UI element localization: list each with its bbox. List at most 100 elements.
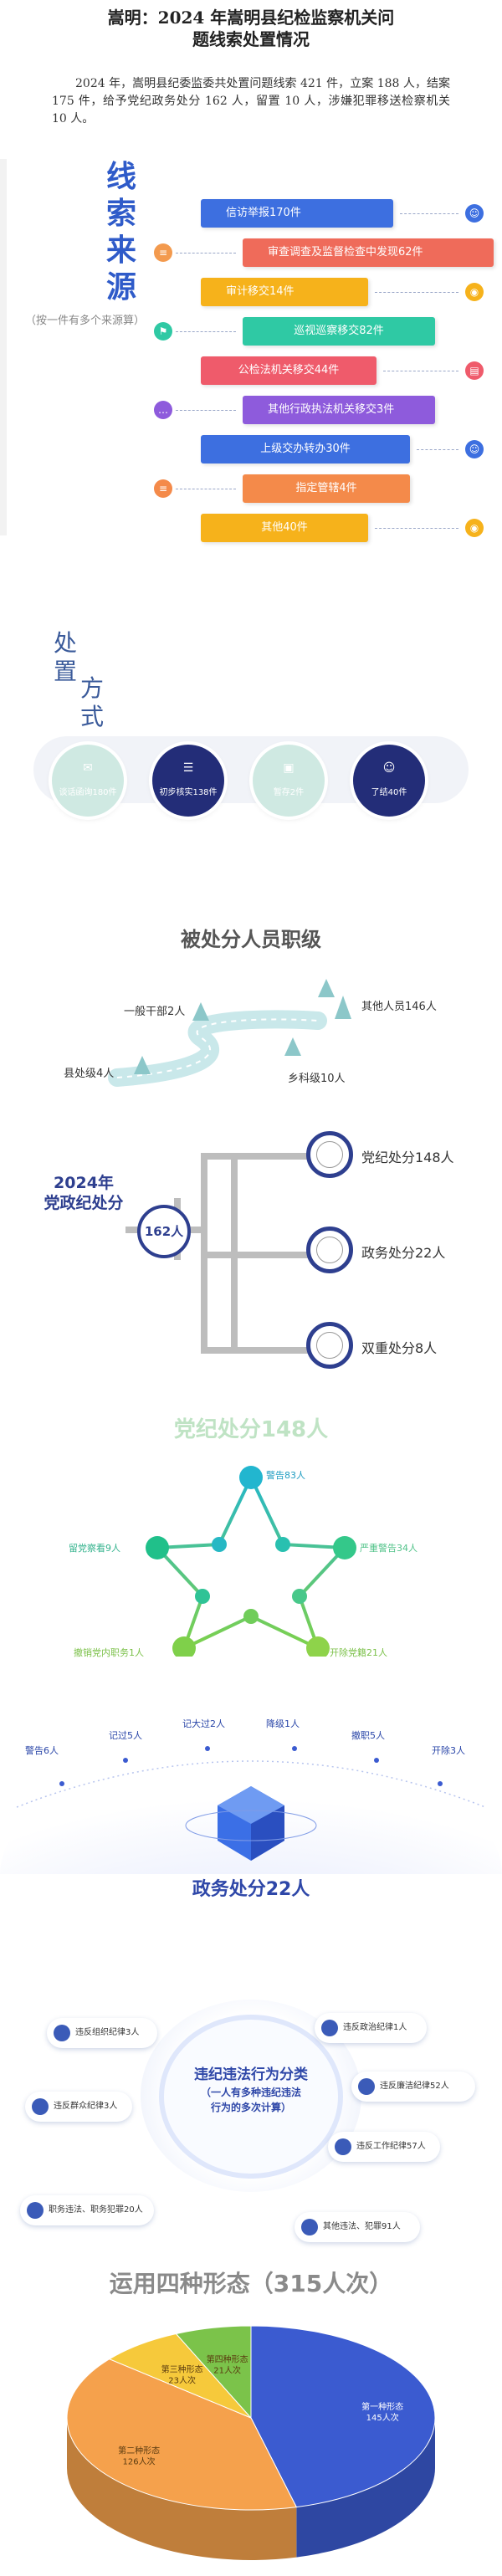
branch-gov: 政务处分22人 bbox=[361, 1245, 446, 1261]
star-diagram bbox=[146, 1466, 356, 1657]
tree-icon bbox=[134, 1056, 151, 1074]
source-bar: 巡视巡察移交82件 bbox=[243, 317, 435, 346]
chat-icon: ✉ bbox=[83, 761, 93, 775]
violation-pill: 其他违法、犯罪91人 bbox=[295, 2212, 420, 2242]
punish-total: 162人 bbox=[137, 1205, 191, 1258]
violation-icon bbox=[32, 2098, 49, 2115]
source-bar: 审查调查及监督检查中发现62件 bbox=[243, 238, 494, 267]
violation-label: 其他违法、犯罪91人 bbox=[323, 2222, 401, 2231]
violation-pill: 职务违法、职务犯罪20人 bbox=[20, 2195, 154, 2225]
branch-line bbox=[201, 1153, 311, 1160]
intro-paragraph: 2024 年，嵩明县纪委监委共处置问题线索 421 件，立案 188 人，结案 … bbox=[52, 77, 450, 125]
pie-slice bbox=[108, 2333, 252, 2419]
ranks-title: 被处分人员职级 bbox=[181, 928, 321, 951]
people-icon: ☺ bbox=[382, 761, 396, 775]
pie-slice bbox=[175, 2325, 252, 2420]
disposal-disc bbox=[152, 745, 224, 817]
source-connector bbox=[375, 528, 458, 529]
disposal-heading-char: 式 bbox=[80, 703, 105, 730]
violation-icon bbox=[54, 2025, 70, 2041]
tree-icon bbox=[192, 1002, 209, 1021]
pie-value-label: 126人次 bbox=[123, 2456, 156, 2466]
tree-icon bbox=[318, 979, 335, 997]
pie-side bbox=[296, 2418, 435, 2558]
disposal-label: 了结40件 bbox=[371, 788, 407, 797]
sources-heading-char: 线 bbox=[105, 160, 136, 194]
pie-value-label: 23人次 bbox=[168, 2375, 196, 2386]
pie-slice bbox=[250, 2325, 436, 2508]
party-probation: 留党察看9人 bbox=[69, 1543, 120, 1554]
gov-demerit: 记过5人 bbox=[109, 1730, 142, 1741]
violation-pill: 违反群众纪律3人 bbox=[25, 2092, 132, 2122]
violation-icon bbox=[301, 2219, 318, 2235]
source-connector bbox=[176, 331, 236, 332]
violation-label: 违反廉洁纪律52人 bbox=[380, 2082, 449, 2091]
violation-icon bbox=[335, 2138, 351, 2155]
rank-township: 乡科级10人 bbox=[288, 1073, 346, 1085]
building-icon: ▤ bbox=[465, 361, 484, 380]
violation-label: 违反群众纪律3人 bbox=[54, 2102, 118, 2111]
party-expel: 开除党籍21人 bbox=[330, 1647, 387, 1658]
tree-icon bbox=[335, 996, 351, 1019]
violation-icon bbox=[27, 2202, 44, 2219]
left-edge-band bbox=[0, 159, 7, 535]
forms-title: 运用四种形态（315人次） bbox=[109, 2270, 393, 2297]
violations-subtitle-2: 行为的多次计算） bbox=[210, 2102, 291, 2113]
violation-pill: 违反工作纪律57人 bbox=[328, 2132, 440, 2162]
location-icon: ◉ bbox=[465, 519, 484, 537]
source-bar: 审计移交14件 bbox=[201, 278, 368, 306]
violation-label: 职务违法、职务犯罪20人 bbox=[49, 2205, 143, 2215]
people-icon: ☺ bbox=[465, 204, 484, 223]
violations-subtitle-1: （一人有多种违纪违法 bbox=[200, 2087, 301, 2098]
punish-title-year: 2024年 bbox=[54, 1174, 114, 1192]
source-bar: 公检法机关移交44件 bbox=[201, 356, 376, 385]
branch-double: 双重处分8人 bbox=[361, 1340, 438, 1356]
folder-icon: ▣ bbox=[283, 761, 295, 775]
branch-node bbox=[306, 1131, 353, 1178]
disposal-disc bbox=[353, 745, 425, 817]
sources-heading-char: 源 bbox=[105, 270, 136, 305]
disposal-disc bbox=[253, 745, 325, 817]
pie-name-label: 第四种形态 bbox=[207, 2353, 248, 2364]
source-bar: 信访举报170件 bbox=[201, 199, 393, 228]
party-dismiss: 撤销党内职务1人 bbox=[74, 1647, 144, 1658]
pie-value-label: 145人次 bbox=[366, 2412, 399, 2423]
flag-icon: ⚑ bbox=[154, 322, 172, 341]
violation-pill: 违反廉洁纪律52人 bbox=[351, 2072, 475, 2102]
tree-icon bbox=[284, 1037, 301, 1056]
branch-line bbox=[201, 1347, 311, 1354]
sources-note: （按一件有多个来源算） bbox=[25, 315, 146, 327]
branch-node bbox=[306, 1227, 353, 1273]
party-warn: 警告83人 bbox=[266, 1470, 305, 1481]
sources-heading-char: 索 bbox=[105, 197, 136, 231]
source-bar: 指定管辖4件 bbox=[243, 474, 410, 503]
source-connector bbox=[375, 292, 458, 293]
pie-slice bbox=[66, 2358, 298, 2511]
gov-major-demerit: 记大过2人 bbox=[182, 1718, 225, 1729]
punish-title: 2024年 党政纪处分 bbox=[25, 1173, 142, 1213]
sources-heading-char: 来 bbox=[105, 233, 136, 268]
disposal-heading-char: 方 bbox=[80, 674, 105, 702]
rank-general: 一般干部2人 bbox=[124, 1006, 186, 1018]
gov-title: 政务处分22人 bbox=[192, 1879, 310, 1900]
road-illustration bbox=[108, 1010, 327, 1087]
violation-pill: 违反组织纪律3人 bbox=[47, 2018, 157, 2048]
branch-line bbox=[201, 1252, 311, 1258]
source-connector bbox=[176, 410, 236, 411]
violations-center bbox=[159, 2015, 343, 2179]
people-icon: ☺ bbox=[465, 440, 484, 458]
pie-name-label: 第二种形态 bbox=[118, 2445, 160, 2456]
source-bar: 其他行政执法机关移交3件 bbox=[243, 396, 435, 424]
violation-icon bbox=[358, 2078, 375, 2095]
disposal-label: 初步核实138件 bbox=[159, 788, 218, 797]
source-bar: 其他40件 bbox=[201, 514, 368, 542]
punish-title-label: 党政纪处分 bbox=[44, 1194, 124, 1212]
document-icon: ≡ bbox=[154, 479, 172, 498]
disposal-label: 暂存2件 bbox=[273, 788, 305, 797]
disposal-heading-char: 处 bbox=[54, 629, 78, 657]
disposal-label: 谈话函询180件 bbox=[59, 788, 117, 797]
gov-warn: 警告6人 bbox=[25, 1745, 59, 1756]
document-icon: ≡ bbox=[154, 243, 172, 262]
source-bar: 上级交办转办30件 bbox=[201, 435, 410, 463]
source-connector bbox=[400, 213, 458, 214]
